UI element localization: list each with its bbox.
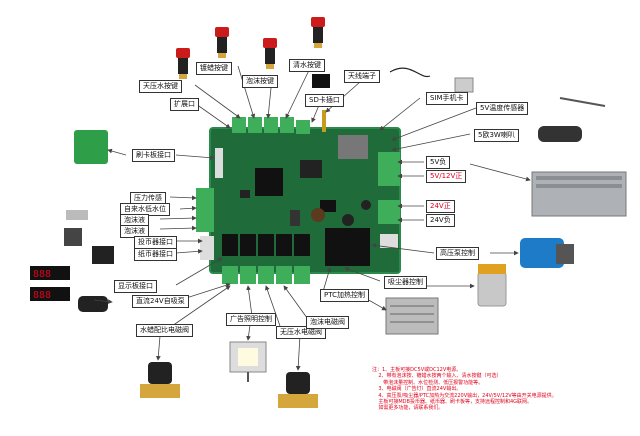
label-wax-key: 镀蜡按键	[196, 62, 232, 75]
solenoid-valve-icon	[140, 362, 318, 408]
temp-sensor-icon	[559, 97, 606, 107]
label-sd-card: SD卡插口	[305, 94, 344, 107]
label-display-port: 显示板接口	[114, 280, 157, 293]
label-no-pressure-valve: 无压水电磁阀	[276, 326, 326, 339]
card-reader-icon	[74, 130, 108, 164]
notes-text: 注：1、主板可接DC5V或DC12V电源。 2、带有泡沫按、镀蜡水按两个输入、清…	[372, 367, 557, 412]
label-foam-key: 泡沫按键	[242, 75, 278, 88]
label-expansion-port: 扩展口	[170, 98, 199, 111]
coin-acceptor-icon	[92, 246, 114, 264]
label-24v-gnd: 24V负	[426, 214, 455, 227]
display-board-icon: 888 888	[30, 266, 70, 301]
label-5v-12v-pos: 5V/12V正	[426, 170, 467, 183]
svg-text:888: 888	[33, 269, 51, 280]
level-switch-icon	[64, 228, 82, 246]
label-high-pressure-water-key: 天压水按键	[139, 80, 182, 93]
label-antenna-terminal: 天线端子	[344, 70, 380, 83]
ptc-heater-icon	[385, 297, 439, 335]
speaker-icon	[538, 126, 582, 142]
label-bill-acceptor-port: 纸币器接口	[134, 248, 177, 261]
antenna-icon	[389, 67, 431, 78]
connector-lines	[159, 63, 477, 327]
power-supply-icon	[531, 171, 627, 217]
svg-text:888: 888	[33, 290, 51, 301]
peripheral-arrows	[93, 148, 531, 371]
label-foam-valve: 泡沫电磁阀	[306, 316, 349, 329]
high-pressure-pump-icon	[520, 238, 574, 268]
pump-icon	[78, 296, 108, 312]
pressure-sensor-icon	[66, 210, 88, 220]
label-temp-sensor: 5V温度传感器	[476, 102, 529, 115]
push-button-icon	[176, 17, 325, 79]
label-dc24-pump: 直流24V自吸泵	[132, 295, 189, 308]
sd-card-icon	[312, 74, 330, 88]
label-24v-pos: 24V正	[426, 200, 455, 213]
label-speaker: 5欧3W喇叭	[474, 129, 519, 142]
label-clean-water-key: 清水按键	[289, 59, 325, 72]
label-card-reader-port: 刷卡板接口	[132, 149, 175, 162]
vacuum-icon	[477, 264, 507, 307]
label-sim-card: SIM手机卡	[426, 92, 468, 105]
flood-light-icon	[229, 341, 267, 382]
label-5v-gnd: 5V负	[426, 156, 451, 169]
label-ad-light-control: 广告照明控制	[226, 313, 276, 326]
label-high-pressure-pump-control: 高压泵控制	[436, 247, 479, 260]
main-board	[196, 110, 401, 284]
label-vacuum-control: 吸尘器控制	[384, 276, 427, 289]
label-descaler-valve: 水蜡配比电磁阀	[136, 324, 193, 337]
sim-card-icon	[454, 77, 474, 93]
label-ptc-heating-control: PTC加热控制	[320, 289, 369, 302]
